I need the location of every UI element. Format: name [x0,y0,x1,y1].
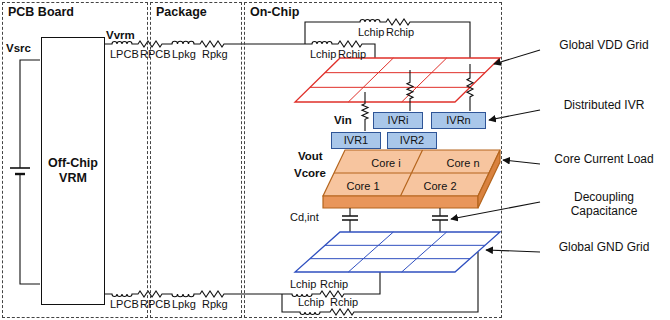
core-divider [334,150,489,196]
component-label: Lchip [358,27,384,38]
gnd-grid-line [325,232,485,272]
core-tile: Core n [434,154,492,172]
gnd-grid [295,232,500,272]
component-label: Rchip [320,279,348,290]
box-label: Core 1 [346,180,379,193]
component-label: LPCB [110,49,139,60]
voltage-label: Vvrm [106,29,135,41]
box-label: Core i [371,157,400,170]
component-label: Lchip [298,297,324,308]
box-label: Off-Chip VRM [45,156,101,186]
ivr-box: IVR1 [331,132,381,149]
component-label: Rchip [338,49,366,60]
leader-arrow [503,160,540,164]
source-wire [20,60,40,284]
region-heading: On-Chip [250,6,496,19]
vdd-grid-line [310,58,470,102]
box-label: IVRn [446,114,470,127]
vdd-wire [104,41,305,47]
gnd-wire [104,291,282,297]
box-label: Core n [446,157,479,170]
ivr-box: IVRn [431,112,486,129]
ivr-box: IVRi [373,112,423,129]
component-label: Rchip [330,297,358,308]
voltage-label: Vsrc [6,42,31,54]
voltage-label: Vcore [294,167,326,179]
layer-label: Distributed IVR [545,98,663,112]
leader-arrow [494,50,540,64]
layer-label: Decoupling Capacitance [545,190,663,218]
vdd-grid [295,58,500,102]
region-heading: Package [156,6,236,19]
capacitor-symbol [432,216,448,220]
layer-label: Global GND Grid [545,240,663,254]
gnd-grid-line [310,232,470,272]
leader-arrow [486,250,540,252]
box-label: Core 2 [423,180,456,193]
core-slab-top [323,150,500,196]
box-label: IVR2 [400,134,424,147]
component-label: Rpkg [202,299,228,310]
leader-arrow [489,110,540,120]
component-label: Lpkg [172,299,196,310]
component-label: RPCB [140,299,171,310]
box-label: IVRi [388,114,409,127]
battery-plate [10,167,30,169]
core-slab-side [478,150,500,208]
voltage-label: Vout [298,150,323,162]
gnd-wire [282,252,478,315]
region-box: On-ChipIVRi IVRnIVR1 IVR2Core i Core n Core … [244,2,502,318]
box-label: IVR1 [344,134,368,147]
leader-arrow [451,202,540,219]
component-label: Lpkg [172,49,196,60]
battery-plate [15,173,25,175]
core-tile: Core i [356,154,416,172]
core-tile: Core 2 [411,177,469,195]
region-heading: PCB Board [8,6,142,19]
component-label: LPCB [110,299,139,310]
grid-resistor [467,64,473,111]
grid-resistor [362,92,368,131]
ivr-box: IVR2 [387,132,437,149]
vrm-box: Off-Chip VRM [41,37,105,305]
component-label: Rpkg [202,49,228,60]
voltage-label: Vin [334,114,352,126]
gnd-wire [282,272,380,297]
component-label: RPCB [140,49,171,60]
layer-label: Global VDD Grid [545,38,663,52]
grid-resistor [407,70,413,111]
vdd-grid-line [325,58,485,102]
component-label: Rchip [386,27,414,38]
capacitor-symbol [342,216,358,220]
core-slab-front [323,196,478,208]
core-tile: Core 1 [334,177,392,195]
component-label: Lchip [310,49,336,60]
layer-label: Core Current Load [545,152,663,166]
component-label: Cd,int [290,212,319,223]
component-label: Lchip [290,279,316,290]
